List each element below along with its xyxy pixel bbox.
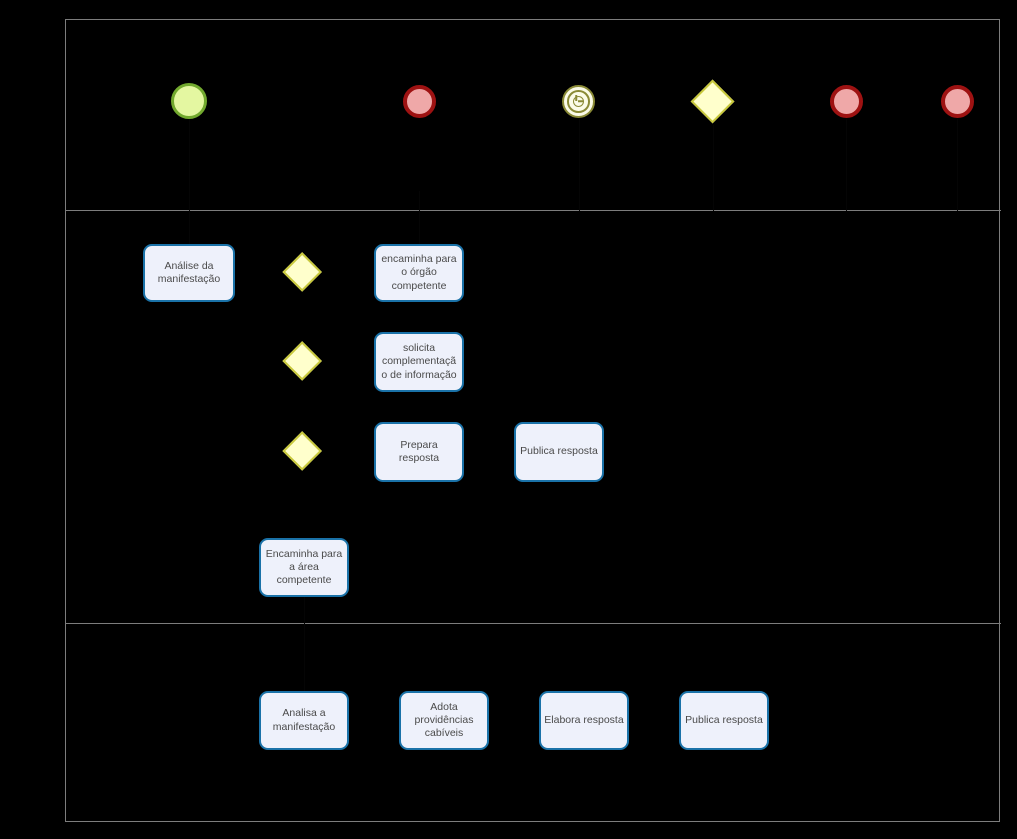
- lane-divider-bottom: [66, 623, 1001, 624]
- task-label: Prepara resposta: [398, 438, 440, 464]
- diamond-icon: [281, 251, 322, 292]
- diamond-icon: [690, 79, 735, 124]
- task-adota-providencias-cabiveis[interactable]: Adota providências cabíveis: [399, 691, 489, 750]
- lane-divider-top: [66, 210, 1001, 211]
- diamond-icon: [281, 340, 322, 381]
- connector-lane-cross-4: [713, 125, 714, 211]
- start-event[interactable]: [171, 83, 207, 119]
- connector-lane-cross-1: [304, 597, 305, 691]
- connector-lane-cross-5: [846, 119, 847, 211]
- task-label: Analisa a manifestação: [272, 707, 336, 733]
- task-analise-da-manifestacao[interactable]: Análise da manifestação: [143, 244, 235, 302]
- task-label: Publica resposta: [520, 445, 598, 458]
- clock-face: [572, 95, 585, 108]
- bpmn-pool: Análise da manifestação encaminha para o…: [65, 19, 1001, 822]
- connector-lane-cross-2: [419, 191, 420, 244]
- task-publica-resposta-meio[interactable]: Publica resposta: [514, 422, 604, 482]
- task-encaminha-para-a-area-competente[interactable]: Encaminha para a área competente: [259, 538, 349, 597]
- gateway-top[interactable]: [690, 79, 735, 124]
- task-label: Encaminha para a área competente: [265, 547, 343, 587]
- task-label: solicita complementaçã o de informação: [381, 342, 457, 381]
- task-solicita-complementacao-de-informacao[interactable]: solicita complementaçã o de informação: [374, 332, 464, 392]
- task-label: encaminha para o órgão competente: [381, 253, 457, 292]
- gateway-3[interactable]: [281, 430, 322, 471]
- task-label: Adota providências cabíveis: [414, 700, 474, 740]
- connector-start-to-analise: [189, 119, 190, 244]
- task-publica-resposta-inferior[interactable]: Publica resposta: [679, 691, 769, 750]
- timer-intermediate-event[interactable]: [562, 85, 595, 118]
- diamond-icon: [281, 430, 322, 471]
- connector-lane-cross-6: [957, 119, 958, 211]
- task-label: Publica resposta: [685, 713, 763, 726]
- clock-icon: [567, 90, 590, 113]
- end-event-2[interactable]: [830, 85, 863, 118]
- task-label: Análise da manifestação: [157, 259, 221, 285]
- gateway-1[interactable]: [281, 251, 322, 292]
- end-event-1[interactable]: [403, 85, 436, 118]
- connector-lane-cross-3: [579, 119, 580, 211]
- gateway-2[interactable]: [281, 340, 322, 381]
- task-analisa-a-manifestacao[interactable]: Analisa a manifestação: [259, 691, 349, 750]
- end-event-3[interactable]: [941, 85, 974, 118]
- task-label: Elabora resposta: [544, 713, 624, 726]
- task-encaminha-para-o-orgao-competente[interactable]: encaminha para o órgão competente: [374, 244, 464, 302]
- task-elabora-resposta[interactable]: Elabora resposta: [539, 691, 629, 750]
- task-prepara-resposta[interactable]: Prepara resposta: [374, 422, 464, 482]
